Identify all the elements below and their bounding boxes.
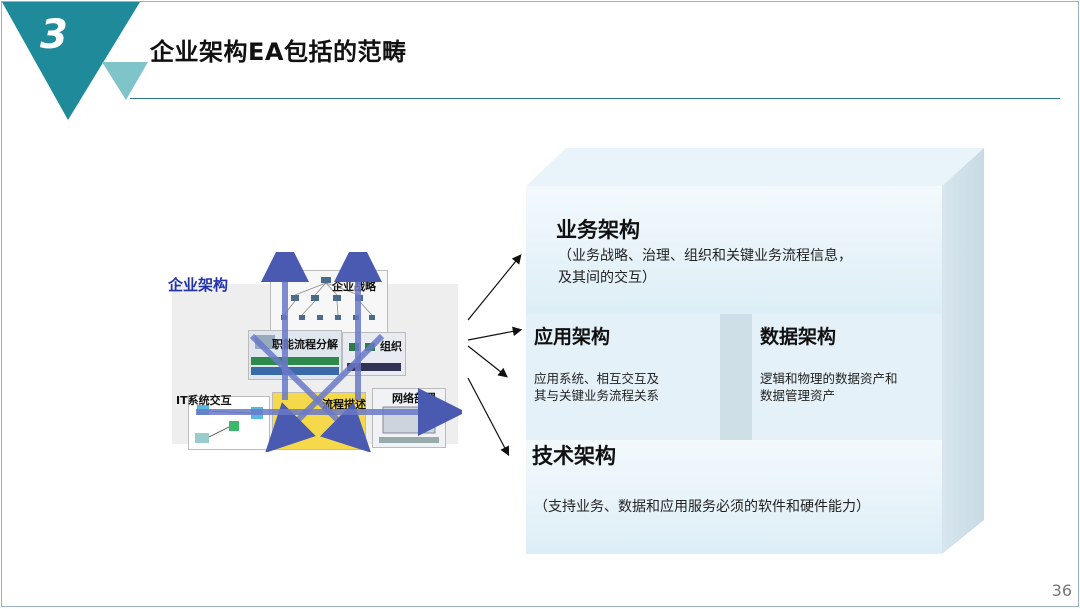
business-arch-desc-2: 及其间的交互） (558, 270, 656, 286)
application-arch-desc-2: 其与关键业务流程关系 (534, 388, 660, 403)
application-arch-desc-1: 应用系统、相互交互及 (534, 371, 660, 386)
data-arch-desc-1: 逻辑和物理的数据资产和 (760, 371, 898, 386)
connector-arrows (467, 254, 523, 457)
business-arch-desc-1: （业务战略、治理、组织和关键业务流程信息， (558, 248, 852, 264)
strategy-label: 企业战略 (332, 280, 376, 293)
architecture-cube (526, 148, 984, 554)
slide-title: 企业架构EA包括的范畴 (150, 38, 407, 66)
ea-interaction-arrows (196, 252, 462, 452)
ea-diagram-label: 企业架构 (168, 276, 229, 294)
title-divider (130, 98, 1060, 99)
data-arch-title: 数据架构 (760, 326, 837, 348)
section-badge (2, 2, 148, 120)
application-arch-title: 应用架构 (534, 326, 611, 348)
process-label: 职能流程分解 (272, 338, 338, 351)
technology-arch-title: 技术架构 (532, 444, 616, 468)
it-system-label: IT系统交互 (176, 394, 232, 407)
section-number: 3 (40, 12, 68, 58)
technology-arch-desc: （支持业务、数据和应用服务必须的软件和硬件能力） (534, 499, 870, 515)
data-arch-desc-2: 数据管理资产 (760, 388, 836, 403)
org-label: 组织 (380, 340, 402, 353)
page-number: 36 (1051, 581, 1072, 600)
it-system-thumbnail (188, 396, 270, 450)
business-arch-title: 业务架构 (556, 218, 640, 242)
